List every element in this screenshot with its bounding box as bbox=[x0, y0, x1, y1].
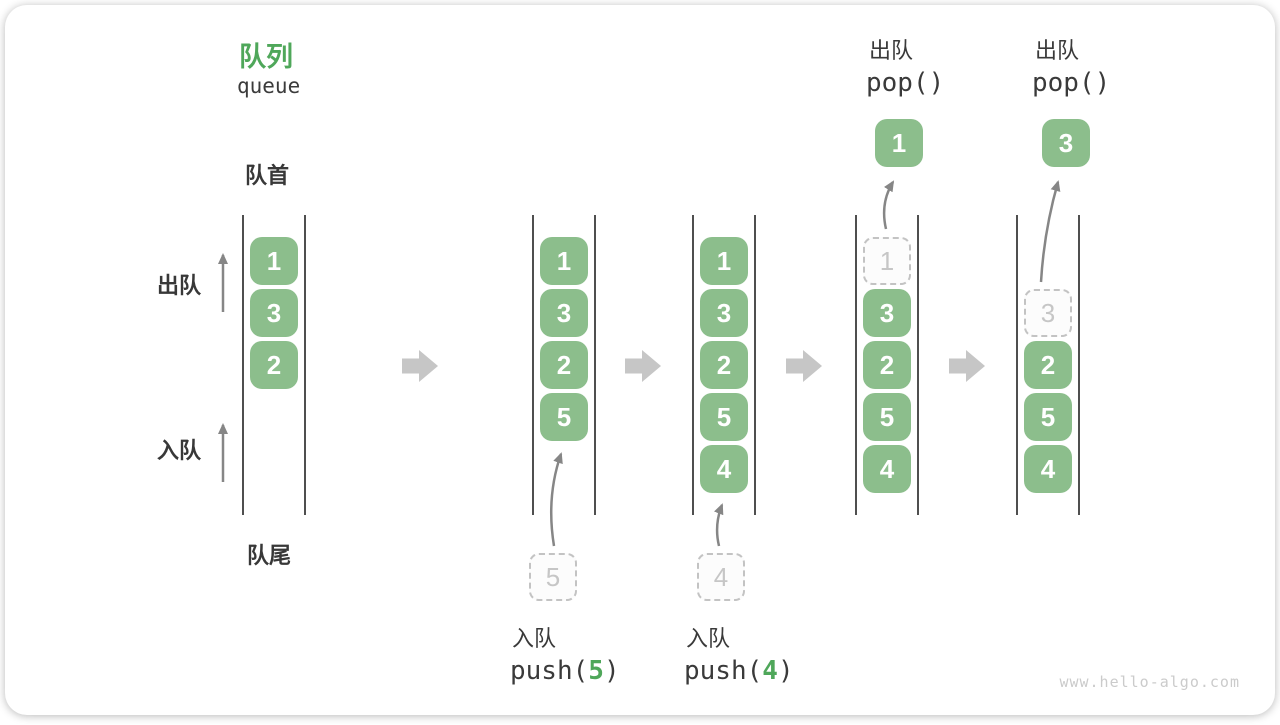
queue-element: 3 bbox=[700, 289, 748, 337]
arrows-layer bbox=[5, 5, 1280, 725]
queue-channel-wall bbox=[917, 215, 919, 515]
queue-channel-wall bbox=[1078, 215, 1080, 515]
queue-channel-wall bbox=[594, 215, 596, 515]
queue-channel-wall bbox=[242, 215, 244, 515]
page-subtitle: queue bbox=[237, 74, 300, 98]
push-arrow-icon bbox=[551, 454, 561, 546]
queue-element: 5 bbox=[700, 393, 748, 441]
code-text: push( bbox=[510, 656, 588, 686]
pop-arrow-icon bbox=[1041, 182, 1058, 282]
label-enqueue: 入队 bbox=[157, 433, 201, 465]
queue-element: 3 bbox=[863, 289, 911, 337]
queue-channel-wall bbox=[1016, 215, 1018, 515]
code-argument: 5 bbox=[588, 656, 604, 686]
queue-element: 5 bbox=[863, 393, 911, 441]
code-text: ) bbox=[778, 656, 794, 686]
label-dequeue: 出队 bbox=[157, 268, 201, 300]
queue-element: 2 bbox=[250, 341, 298, 389]
operation-code: pop() bbox=[1032, 68, 1110, 98]
queue-element: 5 bbox=[1024, 393, 1072, 441]
next-state-arrow-icon bbox=[786, 350, 822, 382]
operation-label: 入队 bbox=[686, 621, 730, 653]
queue-channel-wall bbox=[532, 215, 534, 515]
queue-element: 3 bbox=[540, 289, 588, 337]
queue-channel-wall bbox=[855, 215, 857, 515]
queue-element: 4 bbox=[863, 445, 911, 493]
popped-element: 1 bbox=[875, 119, 923, 167]
queue-channel-wall bbox=[304, 215, 306, 515]
queue-channel-wall bbox=[754, 215, 756, 515]
label-queue-rear: 队尾 bbox=[247, 538, 291, 570]
queue-channel-wall bbox=[692, 215, 694, 515]
next-state-arrow-icon bbox=[625, 350, 661, 382]
queue-element: 2 bbox=[700, 341, 748, 389]
push-arrow-icon bbox=[717, 505, 722, 546]
incoming-ghost-box: 5 bbox=[529, 553, 577, 601]
queue-element: 1 bbox=[250, 237, 298, 285]
operation-code: push(4) bbox=[684, 656, 794, 686]
operation-code: pop() bbox=[866, 68, 944, 98]
pop-arrow-icon bbox=[884, 182, 893, 229]
operation-code: push(5) bbox=[510, 656, 620, 686]
queue-element: 1 bbox=[540, 237, 588, 285]
queue-element: 5 bbox=[540, 393, 588, 441]
queue-element: 2 bbox=[863, 341, 911, 389]
queue-element: 2 bbox=[1024, 341, 1072, 389]
code-argument: 4 bbox=[762, 656, 778, 686]
operation-label: 入队 bbox=[512, 621, 556, 653]
incoming-ghost-box: 4 bbox=[697, 553, 745, 601]
popped-ghost-box: 1 bbox=[863, 237, 911, 285]
popped-ghost-box: 3 bbox=[1024, 289, 1072, 337]
queue-element: 1 bbox=[700, 237, 748, 285]
queue-element: 4 bbox=[700, 445, 748, 493]
code-text: push( bbox=[684, 656, 762, 686]
watermark: www.hello-algo.com bbox=[1059, 673, 1240, 691]
page-title: 队列 bbox=[239, 35, 293, 74]
queue-element: 2 bbox=[540, 341, 588, 389]
operation-label: 出队 bbox=[1035, 33, 1079, 65]
queue-element: 3 bbox=[250, 289, 298, 337]
label-queue-front: 队首 bbox=[245, 158, 289, 190]
next-state-arrow-icon bbox=[949, 350, 985, 382]
operation-label: 出队 bbox=[869, 33, 913, 65]
next-state-arrow-icon bbox=[402, 350, 438, 382]
popped-element: 3 bbox=[1042, 119, 1090, 167]
code-text: ) bbox=[604, 656, 620, 686]
queue-element: 4 bbox=[1024, 445, 1072, 493]
